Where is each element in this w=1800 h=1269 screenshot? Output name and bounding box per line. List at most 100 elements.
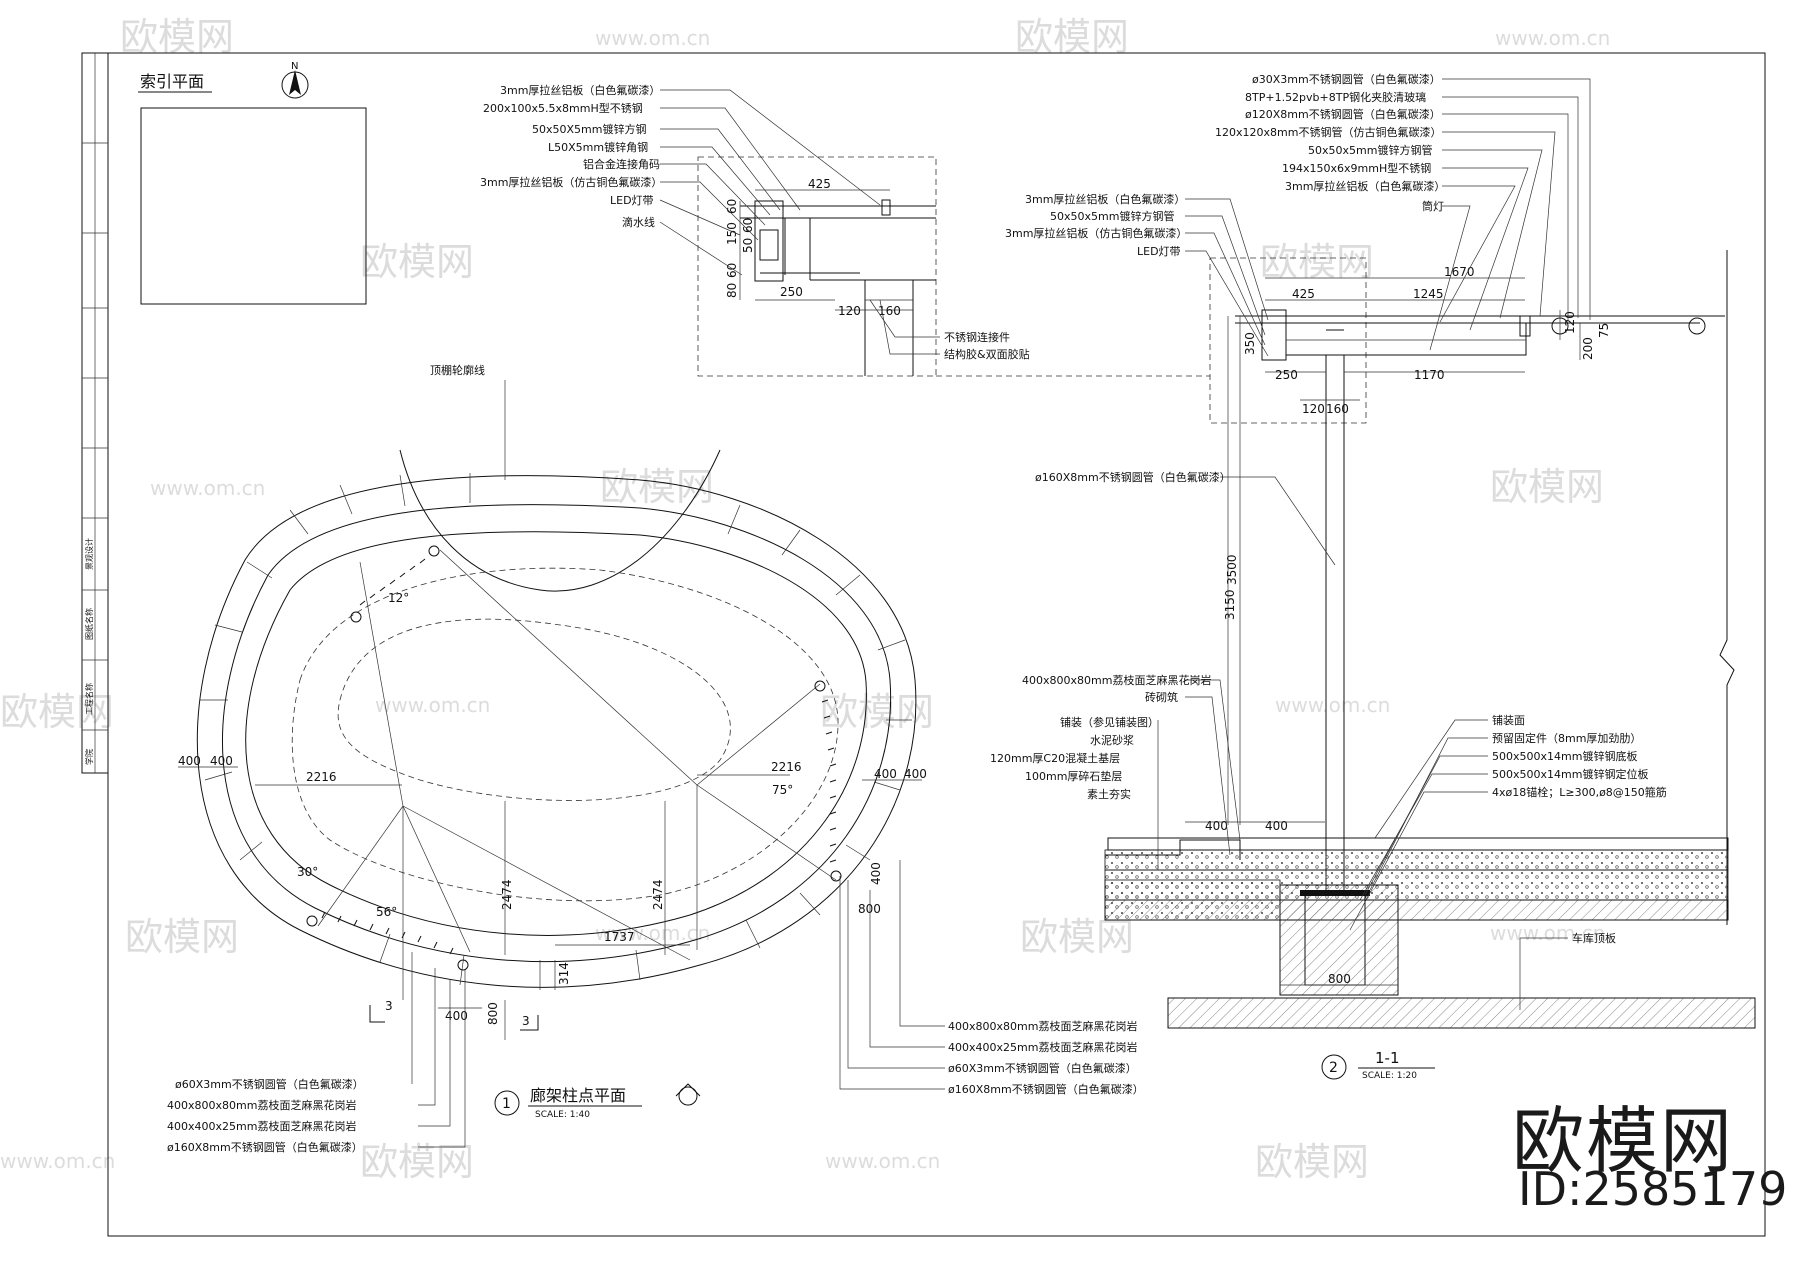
garage-label: 车库顶板 [1572,931,1616,945]
plan-left-label: 400x800x80mm荔枝面芝麻黑花岗岩 [167,1098,356,1112]
paving-joints [200,473,912,990]
plan-right-label: ø160X8mm不锈钢圆管（白色氟碳漆） [948,1082,1144,1096]
canopy-outline [399,449,721,592]
svg-text:3: 3 [522,1014,530,1028]
title-strip: 学院 工程名称 图纸名称 景观设计 [81,52,109,774]
plan-dim: 2216 [306,770,337,784]
section-1-1: 1670 425 1245 120 75 200 350 250 1170 12… [990,72,1756,1081]
title-strip-text: 工程名称 [84,683,94,715]
plan-number: 1 [502,1096,511,1112]
plan-dim: 2474 [651,879,665,910]
section-dim: 120 [1302,402,1325,416]
section-dim: 200 [1581,337,1595,360]
eave-detail: 425 60 150 60 80 60 50 250 120 160 3mm厚拉… [480,83,1210,377]
watermark-url: www.om.cn [1490,921,1605,945]
detail-label: 50x50X5mm镀锌方钢 [532,122,646,136]
drawing-id: ID:2585179 [1518,1162,1788,1216]
watermark-brand: 欧模网 [120,15,234,59]
foot-label: 铺装面 [1492,714,1525,727]
detail-leaders [659,89,940,355]
garage-roof-slab [1167,997,1756,1029]
svg-text:3: 3 [385,999,393,1013]
dashed-inner-shape [337,618,731,801]
watermark-url: www.om.cn [1495,26,1610,50]
paving-label: 砖砌筑 [1145,690,1178,704]
paving-mid-edge [221,504,892,963]
detail-label: L50X5mm镀锌角钢 [548,140,648,154]
detail-dim: 150 [725,222,739,245]
plan-dim-lines [178,766,922,1040]
plan-angle: 12° [388,591,409,605]
index-plan-frame [140,107,367,305]
layer-label: 100mm厚碎石垫层 [1025,769,1122,783]
section-dim: 120 [1563,311,1577,334]
foot-label: 500x500x14mm镀锌钢定位板 [1492,767,1648,781]
plan-right-leaders [839,860,945,1090]
section-dim: 1245 [1413,287,1444,301]
paving-label: 400x800x80mm荔枝面芝麻黑花岗岩 [1022,673,1211,687]
section-top-label: 3mm厚拉丝铝板（白色氟碳漆） [1285,179,1445,193]
section-left-label: 50x50x5mm镀锌方钢管 [1050,209,1174,223]
section-dim: 3500 [1225,554,1239,585]
section-left-top-leaders [1185,198,1269,357]
section-title-block: 2 1-1 SCALE: 1:20 [1321,1049,1435,1081]
section-top-label: 50x50x5mm镀锌方钢管 [1308,143,1432,157]
plan-left-label: ø160X8mm不锈钢圆管（白色氟碳漆） [167,1140,363,1154]
watermark-brand: 欧模网 [1490,465,1604,509]
watermark-url: www.om.cn [595,26,710,50]
watermark-layer: 欧模网 www.om.cn 欧模网 www.om.cn 欧模网 欧模网 www.… [0,15,1610,1184]
section-left-label: 3mm厚拉丝铝板（仿古铜色氟碳漆） [1005,226,1187,240]
north-arrow-icon: N [281,61,309,99]
section-top-label: 194x150x6x9mmH型不锈钢 [1282,161,1431,175]
detail-boundary [697,156,937,377]
detail-label: 不锈钢连接件 [944,331,1010,344]
plan-title: 廊架柱点平面 [530,1086,626,1105]
foot-label: 500x500x14mm镀锌钢底板 [1492,749,1637,763]
plan-dim: 400 [445,1009,468,1023]
section-mark: 3 3 [369,999,539,1031]
column-point [428,545,440,557]
title-strip-text: 景观设计 [84,538,94,570]
section-top-label: 120x120x8mm不锈钢管（仿古铜色氟碳漆） [1215,125,1441,139]
detail-dim: 425 [808,177,831,191]
plan-dim: 400 [210,754,233,768]
detail-label: 滴水线 [622,215,655,229]
plan-left-label: 400x400x25mm荔枝面芝麻黑花岗岩 [167,1119,356,1133]
layer-label: 120mm厚C20混凝土基层 [990,751,1120,765]
dashed-canopy-line [291,567,839,902]
watermark-url: www.om.cn [150,476,265,500]
detail-dim-lines [739,189,913,311]
plan-left-label: ø60X3mm不锈钢圆管（白色氟碳漆） [175,1077,364,1091]
section-dim: 1670 [1444,265,1475,279]
detail-dim: 50 [741,238,755,253]
plan-right-label: 400x800x80mm荔枝面芝麻黑花岗岩 [948,1019,1137,1033]
section-dim: 1170 [1414,368,1445,382]
plan-dim: 400 [874,767,897,781]
plan-dim: 800 [858,902,881,916]
section-title: 1-1 [1375,1049,1400,1067]
steel-column [1325,354,1345,896]
section-top-leaders [1429,78,1591,351]
layer-label: 铺装（参见铺装图） [1060,715,1159,729]
detail-label: 200x100x5.5x8mmH型不锈钢 [483,101,643,115]
column-point [350,611,362,623]
sheet-border [107,52,1766,1237]
detail-label: 3mm厚拉丝铝板（白色氟碳漆） [500,83,660,97]
foot-label: 4xø18锚栓；L≥300,ø8@150箍筋 [1492,785,1667,799]
plan-right-label: ø60X3mm不锈钢圆管（白色氟碳漆） [948,1061,1137,1075]
watermark-brand: 欧模网 [1020,915,1134,959]
plan-angle: 30° [297,865,318,879]
watermark-url: www.om.cn [825,1149,940,1173]
section-dim: 425 [1292,287,1315,301]
index-plan-title: 索引平面 [140,72,204,91]
section-top-label: 8TP+1.52pvb+8TP钢化夹胶清玻璃 [1245,90,1426,104]
detail-dim: 120 [838,304,861,318]
detail-dim: 160 [878,304,901,318]
index-plan: 索引平面 N [138,61,367,305]
column-points [306,545,842,971]
watermark-brand: 欧模网 [125,915,239,959]
foot-leaders [1349,719,1488,931]
section-left-label: LED灯带 [1137,245,1181,258]
column-point [306,915,318,927]
